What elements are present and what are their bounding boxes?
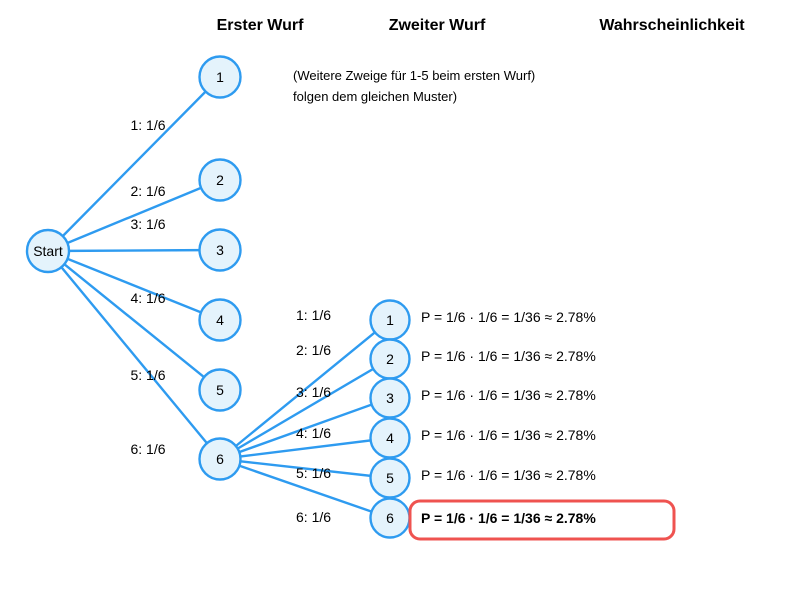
probability-label: P = 1/6 · 1/6 = 1/36 ≈ 2.78% — [421, 309, 596, 325]
tree-node-label: 5 — [386, 470, 394, 486]
first-throw-nodes: 1 2 3 4 5 6 — [198, 55, 242, 481]
start-node-label: Start — [33, 243, 63, 259]
tree-node — [198, 298, 242, 342]
annotation-line-2: folgen dem gleichen Muster) — [293, 89, 457, 104]
highlight-box — [408, 499, 676, 541]
branch-line — [46, 249, 222, 322]
edge-label: 6: 1/6 — [296, 509, 331, 525]
second-throw-edge-labels: 1: 1/6 2: 1/6 3: 1/6 4: 1/6 5: 1/6 6: 1/… — [296, 307, 331, 525]
tree-node-label: 6 — [216, 451, 224, 467]
probability-label: P = 1/6 · 1/6 = 1/36 ≈ 2.78% — [421, 427, 596, 443]
branch-line — [218, 457, 392, 480]
start-node-circle — [25, 228, 71, 274]
branch-line — [218, 357, 392, 461]
branch-line — [46, 178, 222, 253]
edge-label: 5: 1/6 — [130, 367, 165, 383]
header-first-throw: Erster Wurf — [217, 17, 305, 34]
tree-node — [198, 55, 242, 99]
second-throw-nodes: 1 2 3 4 5 6 — [369, 299, 411, 539]
edge-label: 4: 1/6 — [130, 290, 165, 306]
second-throw-branches — [218, 318, 392, 520]
tree-node-label: 4 — [386, 430, 394, 446]
branch-line — [218, 396, 392, 461]
tree-node-label: 2 — [216, 172, 224, 188]
edge-label: 1: 1/6 — [130, 117, 165, 133]
branch-line — [46, 249, 222, 461]
edge-label: 6: 1/6 — [130, 441, 165, 457]
tree-node-label: 3 — [216, 242, 224, 258]
probability-label: P = 1/6 · 1/6 = 1/36 ≈ 2.78% — [421, 348, 596, 364]
tree-node-label: 1 — [216, 69, 224, 85]
branch-line — [218, 436, 392, 461]
tree-node — [198, 228, 242, 272]
first-throw-edge-labels: 1: 1/6 2: 1/6 3: 1/6 4: 1/6 5: 1/6 6: 1/… — [130, 117, 165, 457]
tree-node-label: 1 — [386, 312, 394, 328]
tree-node — [198, 437, 242, 481]
tree-node-label: 6 — [386, 510, 394, 526]
edge-label: 2: 1/6 — [130, 183, 165, 199]
edge-label: 3: 1/6 — [296, 384, 331, 400]
probability-labels: P = 1/6 · 1/6 = 1/36 ≈ 2.78% P = 1/6 · 1… — [421, 309, 596, 526]
branch-line — [46, 75, 222, 253]
branch-line — [46, 249, 222, 392]
annotation-note: (Weitere Zweige für 1-5 beim ersten Wurf… — [293, 68, 535, 104]
start-node: Start — [25, 228, 71, 274]
first-throw-branches — [46, 75, 222, 461]
highlighted-probability-label: P = 1/6 · 1/6 = 1/36 ≈ 2.78% — [421, 510, 596, 526]
tree-node-label: 3 — [386, 390, 394, 406]
column-headers: Erster Wurf Zweiter Wurf Wahrscheinlichk… — [217, 17, 746, 34]
tree-node-label: 5 — [216, 382, 224, 398]
header-second-throw: Zweiter Wurf — [389, 17, 486, 34]
probability-label: P = 1/6 · 1/6 = 1/36 ≈ 2.78% — [421, 467, 596, 483]
edge-label: 2: 1/6 — [296, 342, 331, 358]
annotation-line-1: (Weitere Zweige für 1-5 beim ersten Wurf… — [293, 68, 535, 83]
edge-label: 5: 1/6 — [296, 465, 331, 481]
edge-label: 1: 1/6 — [296, 307, 331, 323]
branch-line — [46, 248, 222, 253]
tree-node-label: 4 — [216, 312, 224, 328]
tree-node-label: 2 — [386, 351, 394, 367]
tree-node — [198, 368, 242, 412]
edge-label: 4: 1/6 — [296, 425, 331, 441]
branch-line — [218, 457, 392, 520]
header-probability: Wahrscheinlichkeit — [599, 17, 745, 34]
edge-label: 3: 1/6 — [130, 216, 165, 232]
branch-line — [218, 318, 392, 461]
tree-node — [198, 158, 242, 202]
probability-label: P = 1/6 · 1/6 = 1/36 ≈ 2.78% — [421, 387, 596, 403]
